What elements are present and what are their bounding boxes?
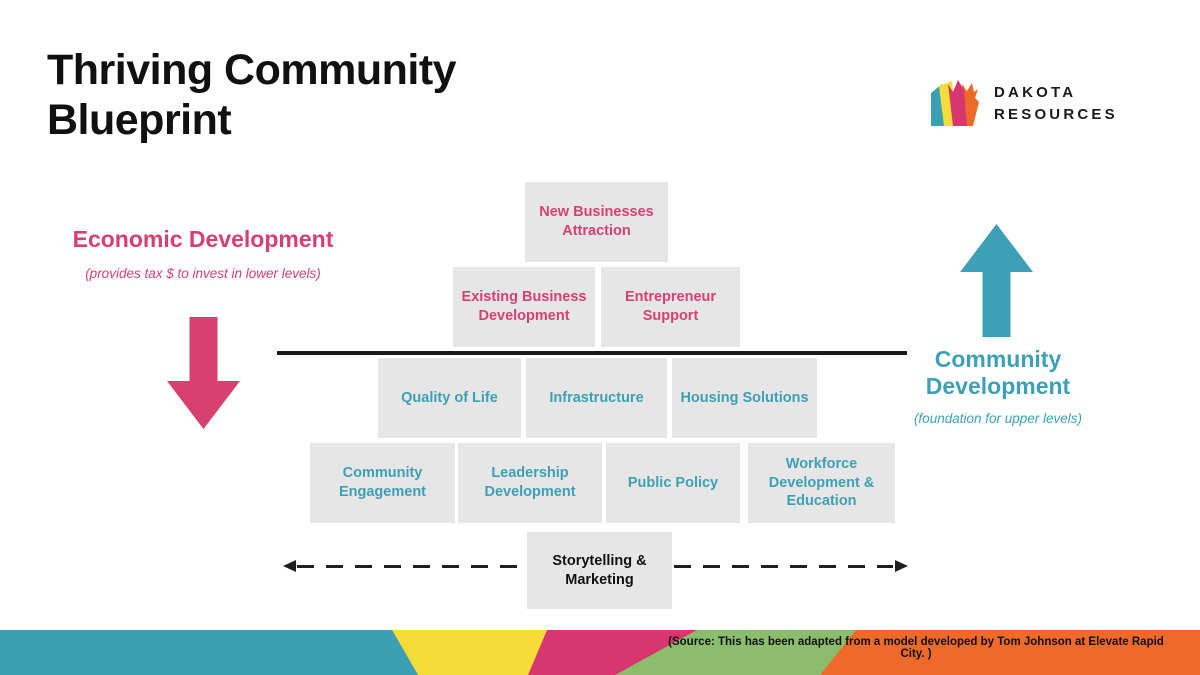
dashed-arrowhead-right-icon [895,560,908,572]
source-note: (Source: This has been adapted from a mo… [668,636,1164,660]
community-development-subtitle: (foundation for upper levels) [913,411,1083,427]
dashed-arrowhead-left-icon [283,560,296,572]
community-up-arrow-icon [960,224,1033,337]
logo-line2: RESOURCES [994,106,1118,123]
pyramid-box-housing-solutions: Housing Solutions [672,358,817,438]
pyramid-box-leadership-development: Leadership Development [458,443,602,523]
pyramid-box-quality-of-life: Quality of Life [378,358,521,438]
economic-development-subtitle: (provides tax $ to invest in lower level… [85,266,321,282]
community-development-label: Community Development (foundation for up… [878,346,1118,426]
community-development-title: Community Development [925,346,1071,400]
dakota-resources-logo: DAKOTA RESOURCES [928,76,1118,132]
economic-development-label: Economic Development (provides tax $ to … [58,226,348,281]
pyramid-box-existing-business-development: Existing Business Development [453,267,595,347]
pyramid-box-workforce-development-education: Workforce Development & Education [748,443,895,523]
pyramid-box-infrastructure: Infrastructure [526,358,667,438]
pyramid-box-community-engagement: Community Engagement [310,443,455,523]
pyramid-box-entrepreneur-support: Entrepreneur Support [601,267,740,347]
economic-development-title: Economic Development [72,226,334,252]
logo-line1: DAKOTA [994,84,1077,102]
footer-color-band [0,630,1200,675]
level-divider-line [277,351,907,355]
economic-down-arrow-icon [167,317,240,429]
logo-wordmark: DAKOTA RESOURCES [994,82,1118,126]
pyramid-box-new-businesses-attraction: New Businesses Attraction [525,182,668,262]
page-title: Thriving Community Blueprint [47,46,457,144]
dakota-resources-logo-icon [931,80,979,126]
pyramid-box-public-policy: Public Policy [606,443,740,523]
pyramid-box-storytelling-marketing: Storytelling & Marketing [527,532,672,609]
